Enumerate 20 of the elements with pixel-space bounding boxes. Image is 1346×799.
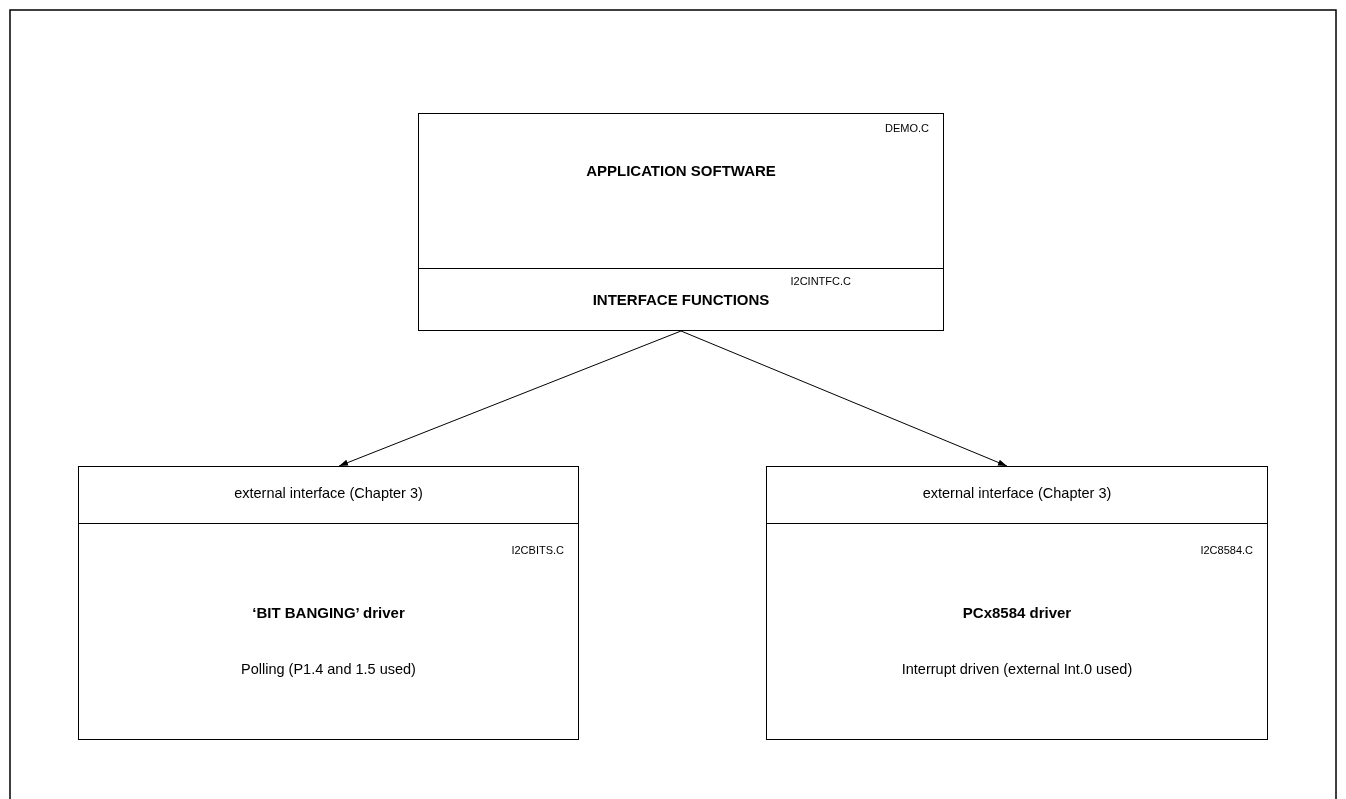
module-box <box>78 466 579 524</box>
module-box <box>766 523 1268 740</box>
file-name: I2C8584.C <box>1200 544 1253 556</box>
arrow <box>680 330 1008 467</box>
module-box <box>766 466 1268 524</box>
file-name: I2CINTFC.C <box>790 275 851 287</box>
file-name: I2CBITS.C <box>511 544 564 556</box>
module-title: APPLICATION SOFTWARE <box>585 162 777 179</box>
module-title: INTERFACE FUNCTIONS <box>591 291 771 308</box>
module-title: PCx8584 driver <box>961 604 1073 621</box>
module-box <box>418 113 944 269</box>
module-description: external interface (Chapter 3) <box>921 485 1113 501</box>
file-name: DEMO.C <box>885 122 929 134</box>
module-description: external interface (Chapter 3) <box>233 485 424 501</box>
module-title: ‘BIT BANGING’ driver <box>251 604 406 621</box>
module-description: Interrupt driven (external Int.0 used) <box>900 661 1134 677</box>
module-box <box>78 523 579 740</box>
arrow <box>338 330 682 467</box>
module-description: Polling (P1.4 and 1.5 used) <box>240 661 417 677</box>
module-box <box>418 268 944 331</box>
